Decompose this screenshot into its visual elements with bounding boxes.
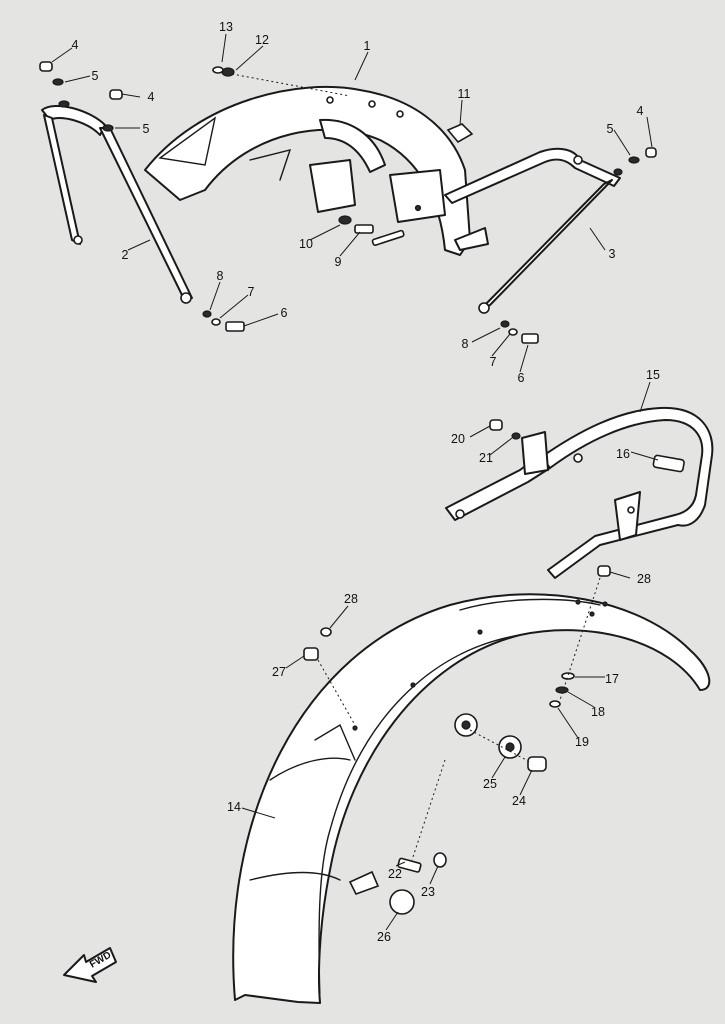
callout-27: 27: [272, 665, 286, 679]
callout-5: 5: [143, 122, 150, 136]
rear-fender: [232, 593, 711, 1004]
callout-20: 20: [451, 432, 465, 446]
callout-10: 10: [299, 237, 313, 251]
callout-9: 9: [335, 255, 342, 269]
callout-8: 8: [462, 337, 469, 351]
callout-5: 5: [92, 69, 99, 83]
callout-22: 22: [388, 867, 402, 881]
front-fender: [144, 85, 471, 256]
callout-19: 19: [575, 735, 589, 749]
callout-14: 14: [227, 800, 241, 814]
callout-labels: 1 2 3 4 4 4 5 5 5 6 6 7 7 8 8 9 10 11 12…: [72, 20, 660, 944]
callout-2: 2: [122, 248, 129, 262]
forward-direction-arrow: FWD: [63, 947, 117, 983]
callout-28: 28: [344, 592, 358, 606]
callout-4: 4: [72, 38, 79, 52]
rear-fender-hardware: [303, 627, 575, 915]
callout-4: 4: [148, 90, 155, 104]
callout-3: 3: [609, 247, 616, 261]
callout-15: 15: [646, 368, 660, 382]
callout-13: 13: [219, 20, 233, 34]
callout-7: 7: [490, 355, 497, 369]
callout-25: 25: [483, 777, 497, 791]
callout-12: 12: [255, 33, 269, 47]
callout-17: 17: [605, 672, 619, 686]
callout-11: 11: [458, 87, 471, 101]
leader-lines: [51, 33, 659, 931]
callout-5: 5: [607, 122, 614, 136]
callout-7: 7: [248, 285, 255, 299]
callout-28: 28: [637, 572, 651, 586]
callout-26: 26: [377, 930, 391, 944]
callout-1: 1: [364, 39, 371, 53]
callout-21: 21: [479, 451, 493, 465]
fender-stay-left: [41, 105, 193, 304]
callout-18: 18: [591, 705, 605, 719]
fender-stay-right: [444, 147, 621, 314]
callout-16: 16: [616, 447, 630, 461]
callout-6: 6: [281, 306, 288, 320]
callout-4: 4: [637, 104, 644, 118]
callout-6: 6: [518, 371, 525, 385]
callout-8: 8: [217, 269, 224, 283]
assembly-lines: [231, 73, 601, 861]
grab-bar: [445, 406, 714, 579]
callout-24: 24: [512, 794, 526, 808]
callout-23: 23: [421, 885, 435, 899]
